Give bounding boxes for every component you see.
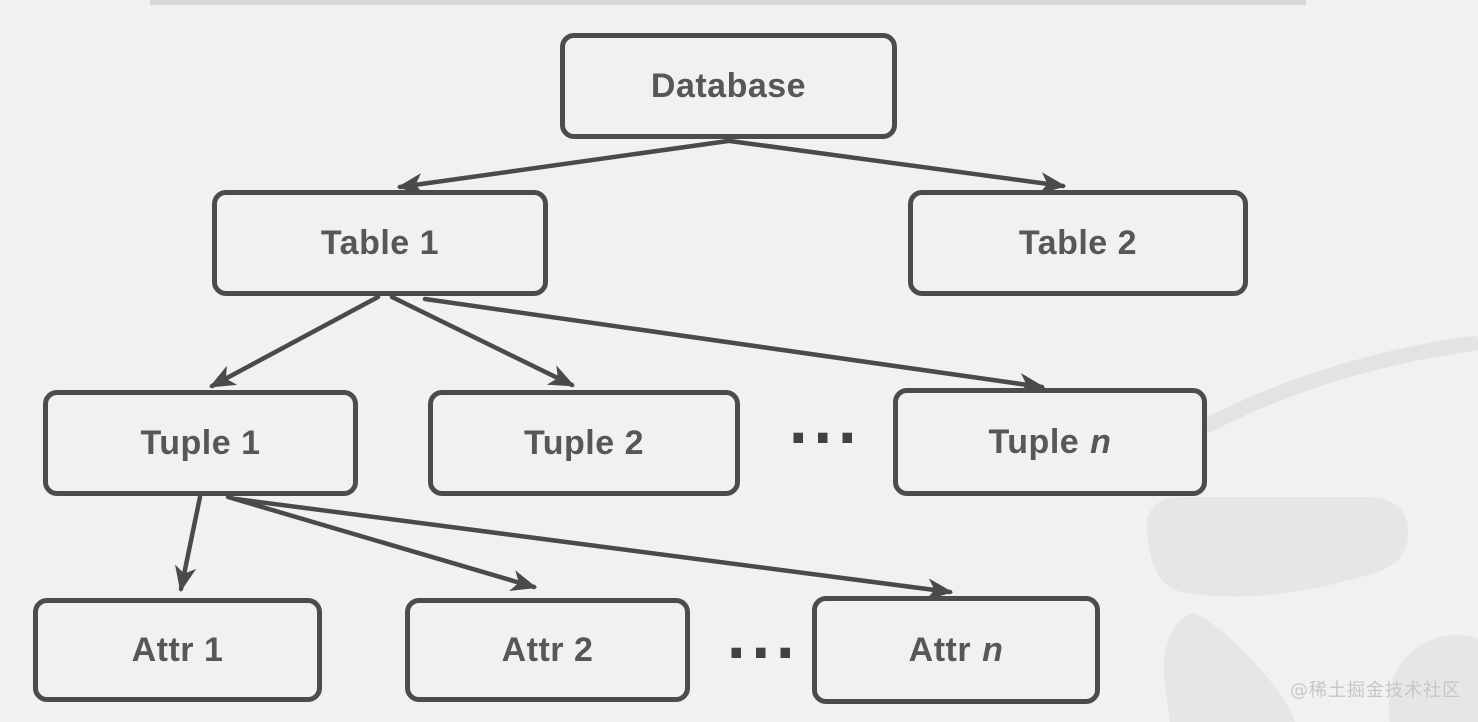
edge-table-1-tuple-1 (209, 294, 381, 389)
edge-tuple-1-attr-2 (225, 494, 538, 591)
node-database: Database (560, 33, 897, 139)
node-table-1-label: Table 1 (320, 223, 440, 262)
watermark-petal-left (1163, 613, 1295, 722)
top-edge-strip (150, 0, 1306, 5)
watermark-petal-right (1388, 635, 1478, 722)
edge-database-table-2 (727, 138, 1067, 194)
diagram-edges (174, 138, 1067, 600)
node-database-label: Database (650, 66, 807, 105)
watermark-swoosh (1198, 335, 1478, 435)
node-tuple-n: Tuple n (893, 388, 1207, 496)
edge-tuple-1-attr-n (233, 496, 954, 600)
ellipsis-attrs: ... (726, 608, 800, 671)
node-tuple-n-italic-suffix: n (1090, 422, 1112, 461)
node-attr-n-italic-suffix: n (982, 630, 1004, 669)
watermark-logo-shapes (1147, 335, 1478, 722)
node-attr-n: Attr n (812, 596, 1100, 704)
node-tuple-n-label: Tuple (988, 422, 1080, 461)
node-tuple-1: Tuple 1 (43, 390, 358, 496)
watermark-text: @稀土掘金技术社区 (1290, 680, 1461, 701)
node-attr-1: Attr 1 (33, 598, 322, 702)
edge-database-table-1 (396, 138, 731, 195)
node-table-2: Table 2 (908, 190, 1248, 296)
node-tuple-2: Tuple 2 (428, 390, 740, 496)
edge-table-1-tuple-n (422, 296, 1046, 395)
node-table-1: Table 1 (212, 190, 548, 296)
edge-table-1-tuple-2 (389, 294, 575, 388)
ellipsis-tuples: ... (788, 393, 862, 456)
node-attr-2: Attr 2 (405, 598, 690, 702)
edge-tuple-1-attr-1 (174, 494, 203, 593)
node-attr-n-label: Attr (908, 630, 972, 669)
node-tuple-1-label: Tuple 1 (140, 423, 261, 462)
node-table-2-label: Table 2 (1018, 223, 1138, 262)
node-attr-1-label: Attr 1 (131, 630, 224, 669)
watermark-blob (1147, 497, 1409, 597)
node-tuple-2-label: Tuple 2 (524, 423, 644, 462)
node-attr-2-label: Attr 2 (501, 630, 594, 669)
